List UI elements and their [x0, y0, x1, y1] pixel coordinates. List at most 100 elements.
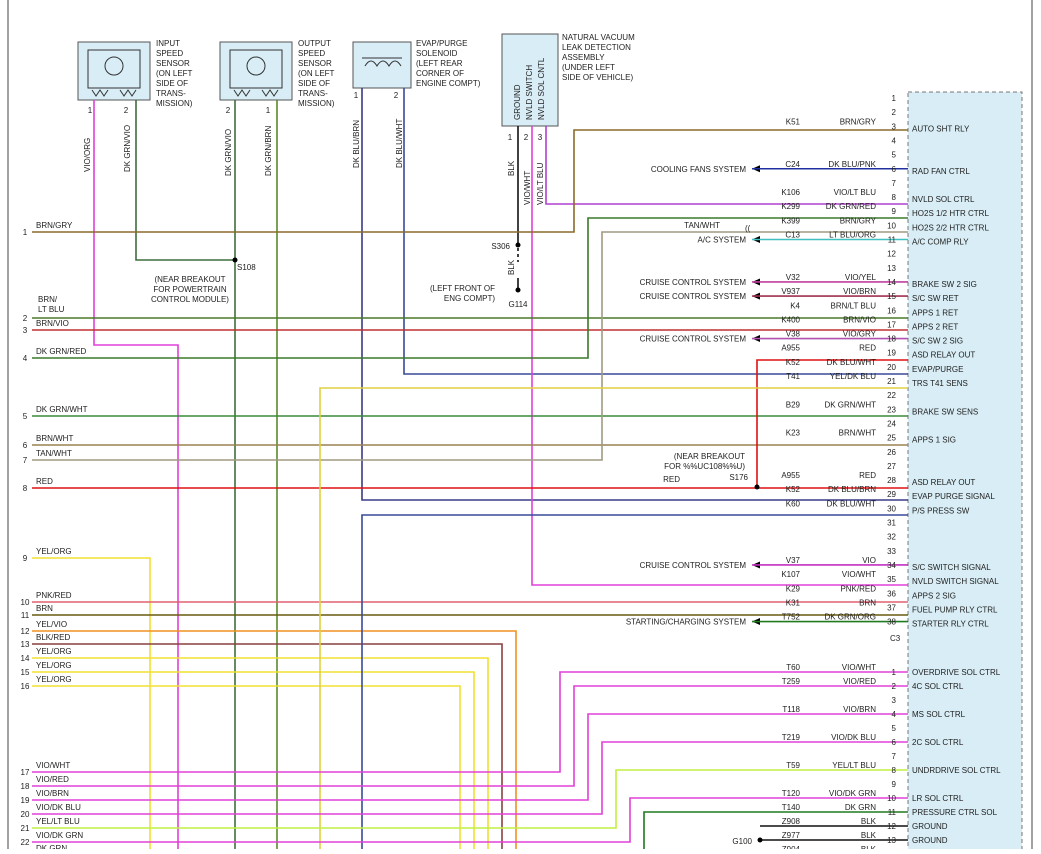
- wire-color-label: RED: [36, 477, 53, 486]
- wire-color-label: DK BLU/BRN: [828, 485, 876, 494]
- g114-label: ENG COMPT): [444, 294, 495, 303]
- s108-id: S108: [237, 263, 256, 272]
- wire-color-label: DK GRN/ORG: [824, 613, 876, 622]
- c2-pin-number: 18: [887, 335, 896, 344]
- circuit-id: A955: [781, 344, 800, 353]
- pcm-function-label: LR SOL CTRL: [912, 794, 964, 803]
- input-sensor-label: (ON LEFT: [156, 69, 193, 78]
- circuit-id: T752: [782, 613, 801, 622]
- wire-c3-11: [643, 811, 908, 849]
- circuit-id: K52: [786, 485, 801, 494]
- pcm-function-label: S/C SWITCH SIGNAL: [912, 563, 991, 572]
- wire-color-label: YEL/LT BLU: [36, 817, 80, 826]
- g114-label: (LEFT FRONT OF: [430, 284, 495, 293]
- wire-color-label: DK BLU/WHT: [827, 499, 876, 508]
- wire-left-15: [32, 671, 475, 849]
- pcm-function-label: BRAKE SW 2 SIG: [912, 280, 977, 289]
- wire-left-9: [32, 557, 151, 849]
- wire-color-label: DK BLU/PNK: [828, 160, 876, 169]
- wire-color-label: VIO/WHT: [842, 663, 876, 672]
- circuit-id: Z904: [782, 845, 801, 849]
- output-sensor-label: MISSION): [298, 99, 335, 108]
- c2-pin-number: 5: [892, 151, 897, 160]
- wire-color-label: BRN/WHT: [839, 429, 876, 438]
- wire-color-label: VIO/RED: [36, 775, 69, 784]
- s306-dot: [515, 242, 521, 248]
- c3-pin-number: 12: [887, 822, 896, 831]
- wire-color-label: VIO/LT BLU: [834, 188, 877, 197]
- pcm-function-label: S/C SW RET: [912, 294, 959, 303]
- c2-pin-number: 37: [887, 603, 896, 612]
- wire-color-label: TAN/WHT: [684, 221, 720, 230]
- pcm-function-label: AUTO SHT RLY: [912, 124, 970, 133]
- wire-break-symbol: ((: [745, 224, 751, 233]
- wire-color-label: BRN: [36, 604, 53, 613]
- input-sensor-label: TRANS-: [156, 89, 186, 98]
- pin-number: 2: [226, 106, 231, 115]
- wire-color-label: BLK: [861, 831, 877, 840]
- evap-label: SOLENOID: [416, 49, 458, 58]
- wire-left-18: [32, 685, 908, 787]
- pcm-function-label: RAD FAN CTRL: [912, 167, 970, 176]
- c3-pin-number: 5: [892, 724, 897, 733]
- circuit-id: C24: [785, 160, 800, 169]
- circuit-id: V937: [781, 287, 800, 296]
- wire-color-label: BRN/GRY: [840, 117, 877, 126]
- system-label: CRUISE CONTROL SYSTEM: [640, 561, 747, 570]
- wire-color-label: BRN/VIO: [843, 315, 876, 324]
- left-pin-number: 5: [23, 412, 28, 421]
- pcm-function-label: BRAKE SW SENS: [912, 407, 978, 416]
- output-sensor-label: (ON LEFT: [298, 69, 335, 78]
- circuit-id: A955: [781, 471, 800, 480]
- wire-left-17: [32, 671, 908, 773]
- c2-pin-number: 22: [887, 391, 896, 400]
- wire-trs: [319, 387, 908, 849]
- wire-color-label: LT BLU/ORG: [829, 231, 876, 240]
- left-pin-number: 3: [23, 326, 28, 335]
- pcm-function-label: 2C SOL CTRL: [912, 738, 964, 747]
- wire-color-label: BRN/VIO: [36, 319, 69, 328]
- wire-color-label: VIO/DK GRN: [36, 831, 83, 840]
- wire-left-20: [32, 741, 908, 815]
- c2-pin-number: 25: [887, 434, 896, 443]
- wire-ps: [361, 514, 908, 849]
- circuit-id: K4: [790, 301, 800, 310]
- left-pin-number: 7: [23, 456, 28, 465]
- wire-color-label: VIO: [862, 556, 876, 565]
- c2-pin-number: 30: [887, 504, 896, 513]
- left-pin-number: 16: [21, 682, 30, 691]
- left-pin-number: 4: [23, 354, 28, 363]
- wire-color-label: BRN/: [38, 295, 58, 304]
- c2-pin-number: 27: [887, 462, 896, 471]
- pcm-function-label: EVAP/PURGE: [912, 365, 963, 374]
- c2-pin-number: 1: [892, 94, 897, 103]
- evap-wire-1: [361, 88, 908, 501]
- wire-color-label: YEL/ORG: [36, 661, 72, 670]
- circuit-id: T120: [782, 789, 801, 798]
- g114-dot: [515, 287, 521, 293]
- nvld-pin-label: NVLD SOL CNTL: [537, 57, 546, 120]
- left-pin-number: 10: [21, 598, 30, 607]
- left-pin-number: 13: [21, 640, 30, 649]
- wire-color-label: YEL/DK BLU: [830, 372, 876, 381]
- input-speed-sensor: [77, 41, 151, 101]
- system-label: CRUISE CONTROL SYSTEM: [640, 335, 747, 344]
- nvld-sol-wire: [545, 126, 908, 205]
- left-pin-number: 19: [21, 796, 30, 805]
- wire-color-label: VIO/BRN: [843, 287, 876, 296]
- circuit-id: K31: [786, 598, 801, 607]
- wire-color-label: VIO/GRY: [843, 330, 877, 339]
- circuit-id: T259: [782, 677, 801, 686]
- c3-pin-number: 10: [887, 794, 896, 803]
- g100-id: G100: [732, 837, 752, 846]
- g114-id: G114: [509, 300, 529, 309]
- wire-left-19: [32, 713, 908, 801]
- c2-pin-number: 17: [887, 320, 896, 329]
- c2-pin-number: 28: [887, 476, 896, 485]
- system-label: COOLING FANS SYSTEM: [651, 165, 746, 174]
- wire-color-label: PNK/RED: [36, 591, 72, 600]
- nvld-pin-label: GROUND: [513, 84, 522, 120]
- pcm-function-label: GROUND: [912, 836, 948, 845]
- c2-pin-number: 38: [887, 618, 896, 627]
